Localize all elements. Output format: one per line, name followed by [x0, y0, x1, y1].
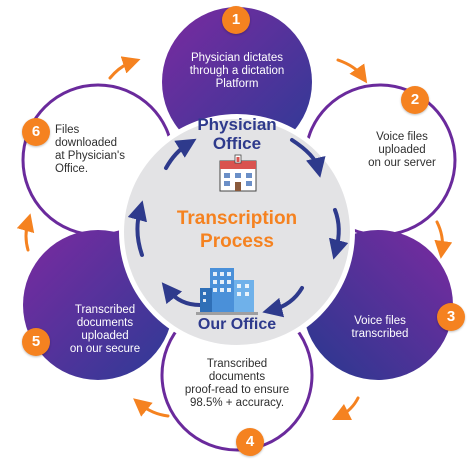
hospital-icon — [219, 154, 257, 192]
step-3-line: Voice files — [354, 315, 406, 327]
step-2-text: Voice files uploaded on our server — [352, 131, 452, 170]
step-2-line: uploaded — [378, 144, 426, 156]
step-5-line: documents — [76, 317, 134, 329]
step-6-text: Files downloaded at Physician's Office. — [55, 124, 155, 176]
center-title-line1: Transcription — [176, 208, 298, 229]
office-building-icon — [196, 268, 258, 315]
step-1-line: through a dictation — [189, 65, 285, 77]
step-6-badge: 6 — [22, 118, 50, 146]
step-4-line: proof-read to ensure — [184, 384, 290, 396]
step-1-line: Physician dictates — [190, 52, 284, 64]
step-3-text: Voice files transcribed — [335, 315, 425, 341]
step-4-line: documents — [208, 371, 266, 383]
step-5-line: uploaded — [81, 330, 129, 342]
outer-arrows — [16, 56, 453, 421]
center-title: Transcription Process — [157, 207, 317, 253]
step-3-badge: 3 — [437, 303, 465, 331]
step-5-badge: 5 — [22, 328, 50, 356]
step-4-badge: 4 — [236, 428, 264, 456]
step-5-line: on our secure — [69, 343, 141, 355]
cycle-arrows — [127, 138, 349, 318]
physician-office-line2: Office — [212, 134, 262, 153]
step-2-badge: 2 — [401, 86, 429, 114]
step-3-line: transcribed — [351, 328, 409, 340]
step-4-text: Transcribed documents proof-read to ensu… — [177, 358, 297, 410]
petal-1 — [162, 7, 312, 157]
step-2-line: Voice files — [376, 131, 428, 143]
step-5-text: Transcribed documents uploaded on our se… — [55, 304, 155, 356]
step-6-line: Office. — [55, 163, 89, 175]
step-2-line: on our server — [368, 157, 436, 169]
center-title-line2: Process — [200, 231, 274, 252]
our-office-label: Our Office — [197, 316, 277, 333]
step-6-line: Files — [55, 124, 80, 136]
physician-office-line1: Physician — [197, 115, 277, 134]
step-5-line: Transcribed — [74, 304, 136, 316]
step-1-text: Physician dictates through a dictation P… — [172, 52, 302, 91]
step-1-line: Platform — [215, 78, 259, 90]
physician-office-label: Physician Office — [187, 115, 287, 153]
step-6-line: at Physician's — [55, 150, 125, 162]
step-4-line: 98.5% + accuracy. — [189, 397, 285, 409]
step-6-line: downloaded — [55, 137, 118, 149]
step-4-line: Transcribed — [206, 358, 268, 370]
step-1-badge: 1 — [222, 6, 250, 34]
